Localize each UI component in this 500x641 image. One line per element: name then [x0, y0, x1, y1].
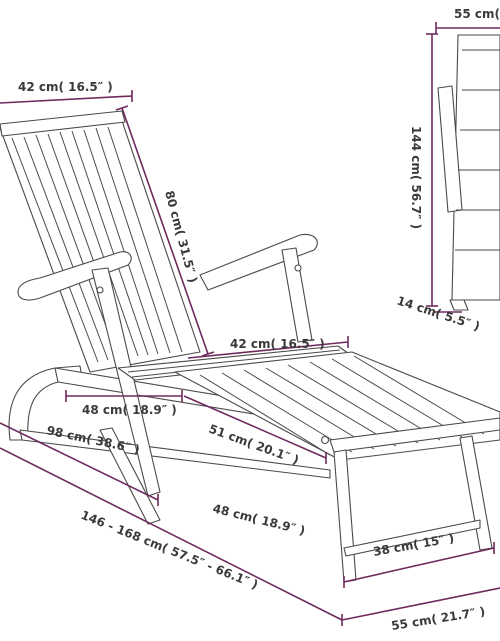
label-footrest-length: 48 cm( 18.9″ ): [211, 501, 306, 538]
bolt-front: [320, 435, 330, 445]
front-leg-right: [459, 435, 493, 551]
label-folded-width: 55 cm(: [454, 7, 500, 21]
label-armrest-gap: 48 cm( 18.9″ ): [82, 403, 177, 417]
armrest-left-support: [91, 267, 161, 497]
backrest-top-rail: [0, 110, 126, 137]
bolt-left: [96, 286, 104, 294]
label-backrest-width: 42 cm( 16.5″ ): [18, 80, 113, 94]
rear-leg: [99, 427, 161, 525]
armrest-right: [199, 233, 318, 291]
front-leg-brace: [343, 519, 481, 557]
folded-main-body: [451, 34, 500, 301]
label-total-length: 146 - 168 cm( 57.5″ - 66.1″ ): [79, 508, 260, 592]
folded-chair-illustration: [437, 34, 500, 311]
armrest-left: [17, 251, 132, 301]
label-folded-height: 144 cm( 56.7″ ): [409, 126, 423, 229]
bolt-right: [294, 264, 302, 272]
armrest-right-support: [281, 247, 313, 343]
deck-chair-illustration: [0, 110, 500, 583]
rear-frame-curve: [8, 365, 83, 441]
folded-slats: [455, 49, 500, 251]
folded-leg: [449, 299, 469, 311]
label-seat-width: 42 cm( 16.5″ ): [230, 337, 325, 351]
footrest-front-rail: [329, 417, 500, 453]
label-total-width: 55 cm( 21.7″ ): [390, 604, 486, 633]
footrest-slats: [199, 355, 485, 456]
dimension-lines: [0, 22, 500, 626]
front-leg-left: [333, 449, 357, 583]
side-rail-lower: [19, 429, 331, 479]
